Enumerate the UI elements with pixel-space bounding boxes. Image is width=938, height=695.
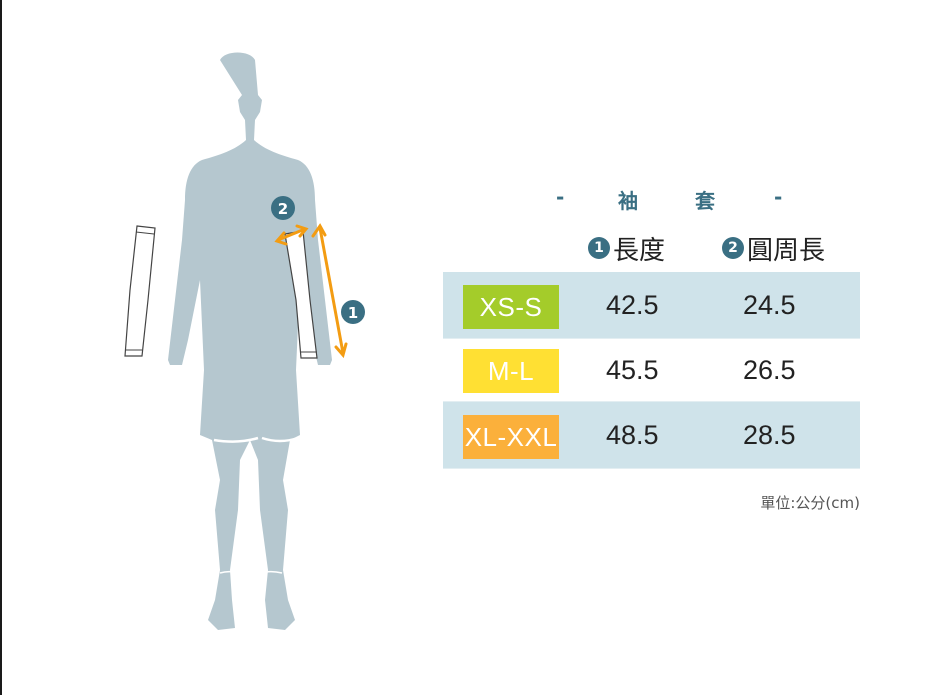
circumference-value: 24.5: [743, 289, 796, 320]
number-1-icon: 1: [588, 237, 610, 259]
body-figure-illustration: 2 1: [100, 40, 400, 660]
body-silhouette-icon: [168, 52, 332, 630]
circumference-value: 26.5: [743, 354, 796, 385]
column-label-circumference: 圓周長: [747, 235, 826, 266]
marker-1-label: 1: [348, 304, 358, 322]
marker-2-label: 2: [278, 200, 288, 218]
title-char-1: 袖: [618, 189, 638, 213]
size-badge: XS-S: [463, 285, 559, 329]
size-badge: XL-XXL: [463, 415, 559, 459]
column-label-length: 長度: [613, 235, 666, 266]
column-header-length: 1 長度: [588, 230, 665, 266]
product-title: - 袖 套 -: [548, 185, 798, 213]
circumference-value: 28.5: [743, 419, 796, 450]
title-char-2: 套: [695, 189, 715, 213]
table-row: XS-S 42.5 24.5: [443, 272, 860, 339]
column-header-circumference: 2 圓周長: [722, 230, 825, 266]
title-dash-left: -: [556, 185, 565, 209]
size-badge: M-L: [463, 349, 559, 393]
length-value: 48.5: [606, 419, 659, 450]
length-value: 42.5: [606, 289, 659, 320]
table-row: XL-XXL 48.5 28.5: [443, 402, 860, 469]
length-value: 45.5: [606, 354, 659, 385]
unit-note: 單位:公分(cm): [760, 494, 860, 512]
table-row: M-L 45.5 26.5: [443, 339, 860, 402]
number-2-icon: 2: [722, 237, 744, 259]
size-table: XS-S 42.5 24.5 M-L 45.5 26.5 XL-XXL 48.5…: [443, 272, 860, 469]
title-dash-right: -: [774, 185, 783, 209]
left-border: [0, 0, 2, 695]
